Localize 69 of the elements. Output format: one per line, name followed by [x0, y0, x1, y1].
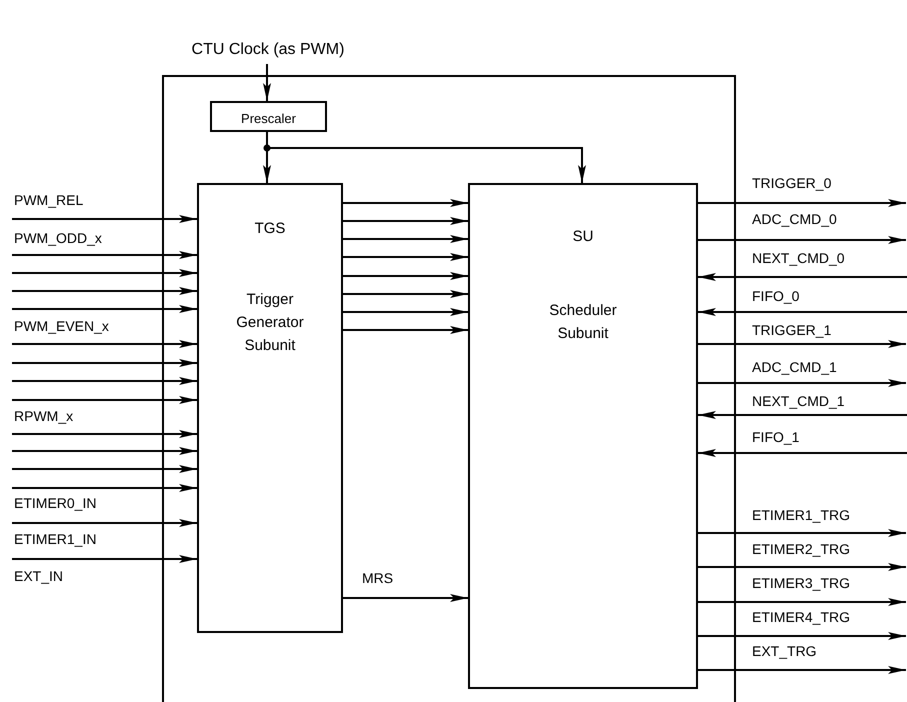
- block-title: SU: [572, 227, 594, 247]
- signal-arrow: [12, 287, 197, 295]
- signal-arrow: [12, 215, 197, 223]
- signal-arrow: [698, 340, 906, 348]
- signal-arrow: [698, 199, 906, 207]
- signal-arrow: [343, 253, 468, 261]
- signal-arrow: [12, 340, 197, 348]
- signal-arrow: [698, 236, 906, 244]
- signal-arrow: [12, 251, 197, 259]
- signal-arrow: [343, 217, 468, 225]
- signal-arrow: [698, 598, 906, 606]
- block-box: [197, 183, 343, 633]
- signal-arrow: [12, 269, 197, 277]
- signal-arrow: [698, 449, 907, 457]
- signal-label: NEXT_CMD_0: [752, 250, 845, 267]
- signal-label: CTU Clock (as PWM): [190, 40, 346, 60]
- signal-arrow: [12, 377, 197, 385]
- signal-arrow: [698, 273, 907, 281]
- signal-label: PWM_ODD_x: [14, 230, 102, 247]
- signal-label: EXT_TRG: [752, 643, 817, 660]
- signal-label: TRIGGER_0: [752, 175, 832, 192]
- signal-arrow: [343, 594, 468, 602]
- signal-arrow: [343, 290, 468, 298]
- block-box: [210, 101, 327, 132]
- block-label: Scheduler Subunit: [548, 301, 618, 344]
- signal-arrow: [698, 632, 906, 640]
- signal-arrow: [12, 519, 197, 527]
- signal-arrow: [12, 396, 197, 404]
- signal-arrow: [12, 305, 197, 313]
- signal-arrow: [698, 411, 907, 419]
- signal-label: ETIMER3_TRG: [752, 575, 850, 592]
- signal-label: ETIMER1_IN: [14, 531, 96, 548]
- block-outline: [162, 75, 736, 702]
- signal-arrow: [12, 555, 197, 563]
- signal-arrow: [698, 666, 906, 674]
- signal-label: ETIMER4_TRG: [752, 609, 850, 626]
- signal-arrow: [12, 465, 197, 473]
- signal-arrow: [12, 430, 197, 438]
- signal-label: FIFO_0: [752, 288, 800, 305]
- signal-label: MRS: [362, 570, 394, 587]
- signal-arrow: [698, 379, 906, 387]
- signal-label: ETIMER2_TRG: [752, 541, 850, 558]
- signal-arrow: [343, 199, 468, 207]
- signal-label: NEXT_CMD_1: [752, 393, 845, 410]
- signal-label: ADC_CMD_0: [752, 211, 837, 228]
- signal-arrow: [343, 326, 468, 334]
- signal-label: EXT_IN: [14, 568, 64, 585]
- signal-arrow: [263, 64, 271, 101]
- signal-label: RPWM_x: [14, 408, 74, 425]
- signal-label: ETIMER1_TRG: [752, 507, 850, 524]
- signal-arrow: [698, 308, 907, 316]
- signal-label: ETIMER0_IN: [14, 495, 96, 512]
- signal-arrow: [698, 563, 906, 571]
- block-title: TGS: [254, 219, 286, 239]
- signal-arrow: [343, 308, 468, 316]
- signal-label: FIFO_1: [752, 429, 800, 446]
- signal-arrow: [12, 447, 197, 455]
- block-label: Trigger Generator Subunit: [235, 290, 305, 356]
- signal-label: TRIGGER_1: [752, 322, 832, 339]
- signal-arrow: [343, 272, 468, 280]
- signal-label: PWM_EVEN_x: [14, 318, 109, 335]
- block-label: Prescaler: [240, 110, 297, 128]
- signal-arrow: [12, 484, 197, 492]
- signal-label: ADC_CMD_1: [752, 359, 837, 376]
- signal-arrow: [698, 529, 906, 537]
- signal-arrow: [343, 235, 468, 243]
- signal-label: PWM_REL: [14, 192, 84, 209]
- block-box: [468, 183, 698, 689]
- signal-arrow: [12, 359, 197, 367]
